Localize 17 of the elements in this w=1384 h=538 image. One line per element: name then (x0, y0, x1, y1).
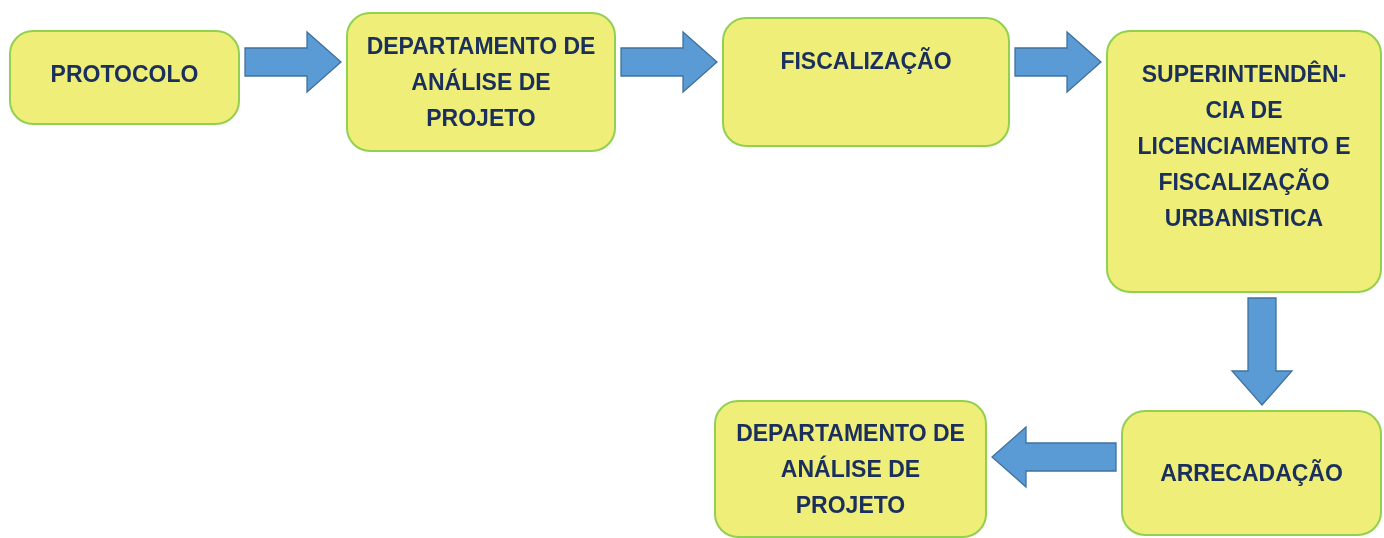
process-box (1106, 30, 1382, 293)
process-box (722, 17, 1010, 147)
process-box (1121, 410, 1382, 536)
box-label: FISCALIZAÇÃO (779, 46, 953, 76)
box-label: SUPERINTENDÊN- CIA DE LICENCIAMENTO E FISCALIZAÇÃO URBANISTICA (1136, 59, 1352, 233)
process-box (346, 12, 616, 152)
block-arrow (1014, 30, 1102, 94)
block-arrow (620, 30, 718, 94)
block-arrow (991, 425, 1117, 489)
box-label: PROTOCOLO (49, 60, 200, 89)
box-label: DEPARTAMENTO DE ANÁLISE DE PROJETO (735, 419, 966, 520)
box-label: DEPARTAMENTO DE ANÁLISE DE PROJETO (366, 32, 596, 133)
process-box (9, 30, 240, 125)
block-arrow (244, 30, 342, 94)
box-label: ARRECADAÇÃO (1159, 458, 1344, 488)
process-box (714, 400, 987, 538)
block-arrow (1230, 297, 1294, 406)
